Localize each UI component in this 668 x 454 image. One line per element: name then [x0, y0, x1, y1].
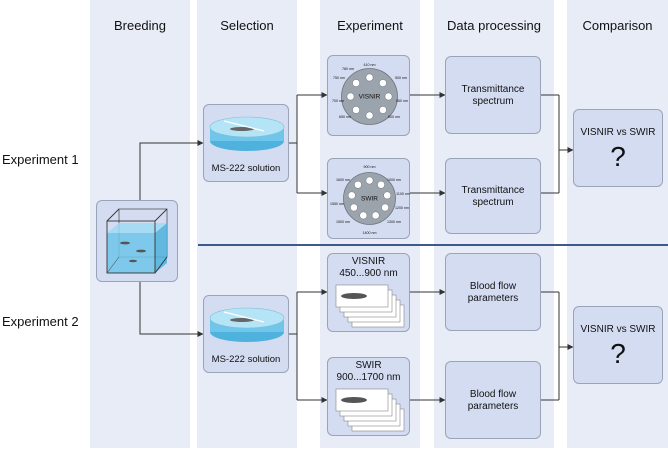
swir-filter-wheel: SWIR 900 nm 1000 nm 1100 nm 1200 nm 1300… [330, 165, 410, 235]
filter-slot [379, 79, 387, 87]
comparison-box-2: VISNIR vs SWIR ? [573, 306, 663, 384]
column-title-breeding: Breeding [113, 18, 167, 33]
row-label-experiment-2: Experiment 2 [2, 314, 79, 329]
column-title-experiment: Experiment [337, 18, 403, 33]
filter-slot [354, 180, 362, 189]
processing-box-swir-transmittance: Transmittance spectrum [445, 158, 541, 234]
filter-slot [347, 191, 356, 200]
filter-slot [350, 203, 358, 212]
column-title-data-processing: Data processing [447, 18, 541, 33]
swir-title: SWIR [355, 360, 382, 371]
wavelength-label: 1300 nm [387, 220, 401, 224]
filter-slot [383, 191, 392, 200]
swir-imaging-box: SWIR 900...1700 nm [327, 357, 410, 436]
visnir-range: 450...900 nm [339, 268, 398, 279]
selection-box-1: MS-222 solution [203, 104, 289, 182]
wavelength-label: 1400 nm [363, 231, 377, 235]
breeding-tank-box [96, 200, 178, 282]
question-mark-icon: ? [610, 141, 626, 172]
processing-label: Transmittance spectrum [461, 185, 525, 208]
wavelength-label: 550 nm [396, 99, 408, 103]
fish-silhouette [341, 293, 367, 299]
comparison-box-1: VISNIR vs SWIR ? [573, 109, 663, 187]
wavelength-label: 1200 nm [395, 206, 409, 210]
image-stack-icon [335, 284, 405, 328]
comparison-label: VISNIR vs SWIR [580, 324, 656, 335]
processing-box-swir-bloodflow: Blood flow parameters [445, 361, 541, 439]
wavelength-label: 1550 nm [330, 202, 344, 206]
visnir-imaging-box: VISNIR 450...900 nm [327, 253, 410, 332]
comparison-label: VISNIR vs SWIR [580, 127, 656, 138]
filter-slot [377, 180, 385, 189]
petri-dish-icon [209, 307, 285, 342]
processing-label: Transmittance spectrum [461, 84, 525, 107]
wavelength-label: 600 nm [388, 115, 400, 119]
processing-label: Blood flow parameters [467, 389, 519, 412]
wavelength-label: 650 nm [339, 115, 351, 119]
filter-slot [379, 106, 387, 114]
filter-slot [352, 79, 360, 87]
petri-dish-icon [209, 116, 285, 151]
visnir-filter-wheel: VISNIR 410 nm 500 nm 550 nm 600 nm 650 n… [332, 63, 408, 125]
image-stack-icon [335, 388, 405, 432]
processing-label: Blood flow parameters [467, 281, 519, 304]
selection-box-2: MS-222 solution [203, 295, 289, 373]
wavelength-label: 700 nm [332, 99, 344, 103]
wavelength-label: 500 nm [395, 76, 407, 80]
filter-slot [365, 73, 374, 82]
wavelength-label: 1600 nm [336, 178, 350, 182]
fish-silhouette [341, 397, 367, 403]
filter-slot [346, 92, 355, 101]
question-mark-icon: ? [610, 338, 626, 369]
wavelength-label: 780 nm [342, 67, 354, 71]
filter-slot [359, 211, 368, 220]
experiment-divider [198, 244, 668, 246]
processing-box-visnir-transmittance: Transmittance spectrum [445, 56, 541, 134]
swir-filter-wheel-box: SWIR 900 nm 1000 nm 1100 nm 1200 nm 1300… [327, 158, 410, 239]
fish-tank-illustration [106, 208, 168, 274]
visnir-wheel-center-label: VISNIR [359, 94, 381, 101]
row-label-experiment-1: Experiment 1 [2, 152, 79, 167]
selection-label-1: MS-222 solution [211, 163, 281, 174]
filter-slot [371, 211, 380, 220]
swir-range: 900...1700 nm [336, 372, 401, 383]
wavelength-label: 1000 nm [387, 178, 401, 182]
wavelength-label: 1500 nm [336, 220, 350, 224]
wavelength-label: 900 nm [364, 165, 376, 169]
swir-wheel-center-label: SWIR [361, 196, 378, 203]
processing-box-visnir-bloodflow: Blood flow parameters [445, 253, 541, 331]
wavelength-label: 750 nm [333, 76, 345, 80]
column-title-comparison: Comparison [582, 18, 653, 33]
visnir-filter-wheel-box: VISNIR 410 nm 500 nm 550 nm 600 nm 650 n… [327, 55, 410, 136]
selection-label-2: MS-222 solution [211, 354, 281, 365]
column-selection: Selection [197, 0, 297, 448]
filter-slot [384, 92, 393, 101]
column-title-selection: Selection [220, 18, 274, 33]
filter-slot [365, 111, 374, 120]
filter-slot [381, 203, 389, 212]
filter-slot [352, 106, 360, 114]
visnir-title: VISNIR [351, 256, 386, 267]
filter-slot [365, 176, 374, 185]
wavelength-label: 410 nm [364, 63, 376, 67]
wavelength-label: 1100 nm [396, 192, 410, 196]
